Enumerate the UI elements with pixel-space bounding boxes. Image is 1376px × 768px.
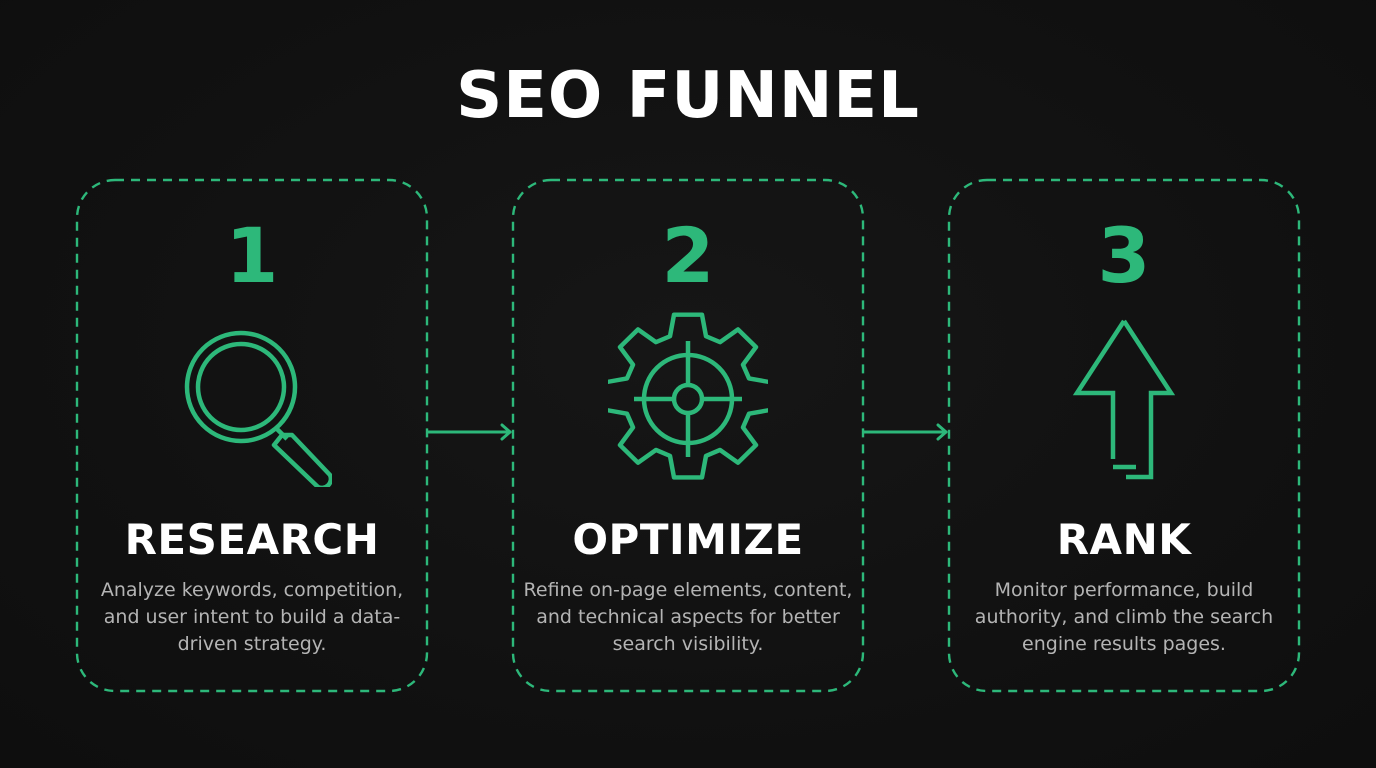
arrow-right-icon [428, 423, 512, 441]
page-title: SEO FUNNEL [456, 59, 920, 133]
dashed-border [947, 178, 1301, 693]
step-heading: OPTIMIZE [572, 515, 804, 564]
step-number: 2 [661, 211, 715, 300]
step-heading: RESEARCH [124, 515, 380, 564]
up-arrow-icon [1072, 319, 1176, 480]
arrow-right-icon [864, 423, 948, 441]
step-card-research: 1 RESEARCH Analyze keywords, competition… [75, 178, 429, 693]
step-number: 1 [225, 211, 279, 300]
step-heading: RANK [1056, 515, 1192, 564]
step-description: Refine on-page elements, content, and te… [523, 579, 853, 655]
dashed-border [75, 178, 429, 693]
step-card-rank: 3 RANK Monitor performance, build author… [947, 178, 1301, 693]
step-description: Analyze keywords, competition, and user … [100, 579, 404, 655]
gear-target-icon [608, 312, 768, 480]
dashed-border [511, 178, 865, 693]
step-number: 3 [1097, 211, 1151, 300]
magnifying-glass-icon [184, 330, 332, 487]
step-description: Monitor performance, build authority, an… [974, 579, 1274, 655]
step-card-optimize: 2 OPTIMIZE Refine on-page elements, cont… [511, 178, 865, 693]
